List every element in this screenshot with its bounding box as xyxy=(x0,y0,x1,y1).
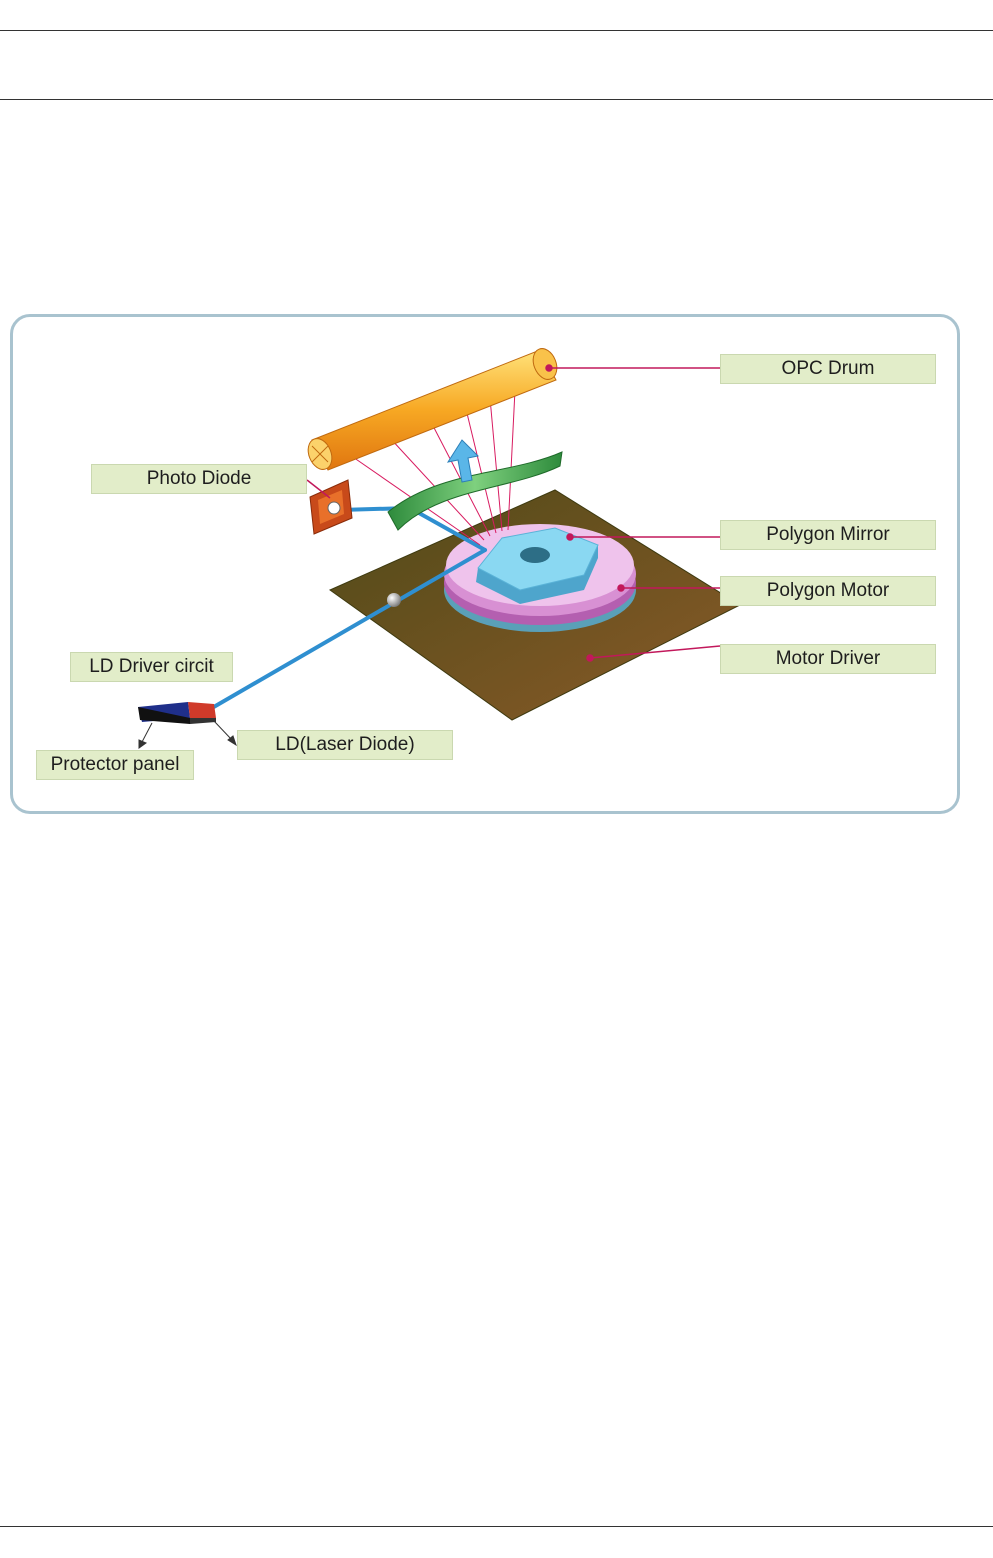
header-rule-bottom xyxy=(0,99,993,100)
diagram-frame xyxy=(10,314,960,814)
label-polygon-motor: Polygon Motor xyxy=(720,576,936,606)
label-motor-driver: Motor Driver xyxy=(720,644,936,674)
footer-rule xyxy=(0,1526,993,1527)
label-protector-panel: Protector panel xyxy=(36,750,194,780)
label-ld-laser-diode: LD(Laser Diode) xyxy=(237,730,453,760)
photo-diode xyxy=(309,479,353,535)
collimator-lens xyxy=(387,593,401,607)
f-theta-lens xyxy=(387,451,563,531)
leader-lines xyxy=(306,364,721,662)
polygon-mirror xyxy=(476,527,599,604)
label-photo-diode: Photo Diode xyxy=(91,464,307,494)
ld-pointer-arrows xyxy=(138,720,237,749)
ld-module xyxy=(138,702,216,724)
label-opc-drum: OPC Drum xyxy=(720,354,936,384)
scan-rays xyxy=(349,389,516,546)
label-ld-driver: LD Driver circit xyxy=(70,652,233,682)
label-polygon-mirror: Polygon Mirror xyxy=(720,520,936,550)
header-rule-top xyxy=(0,30,993,31)
scan-direction-arrow-icon xyxy=(446,439,480,483)
opc-drum xyxy=(307,348,558,471)
